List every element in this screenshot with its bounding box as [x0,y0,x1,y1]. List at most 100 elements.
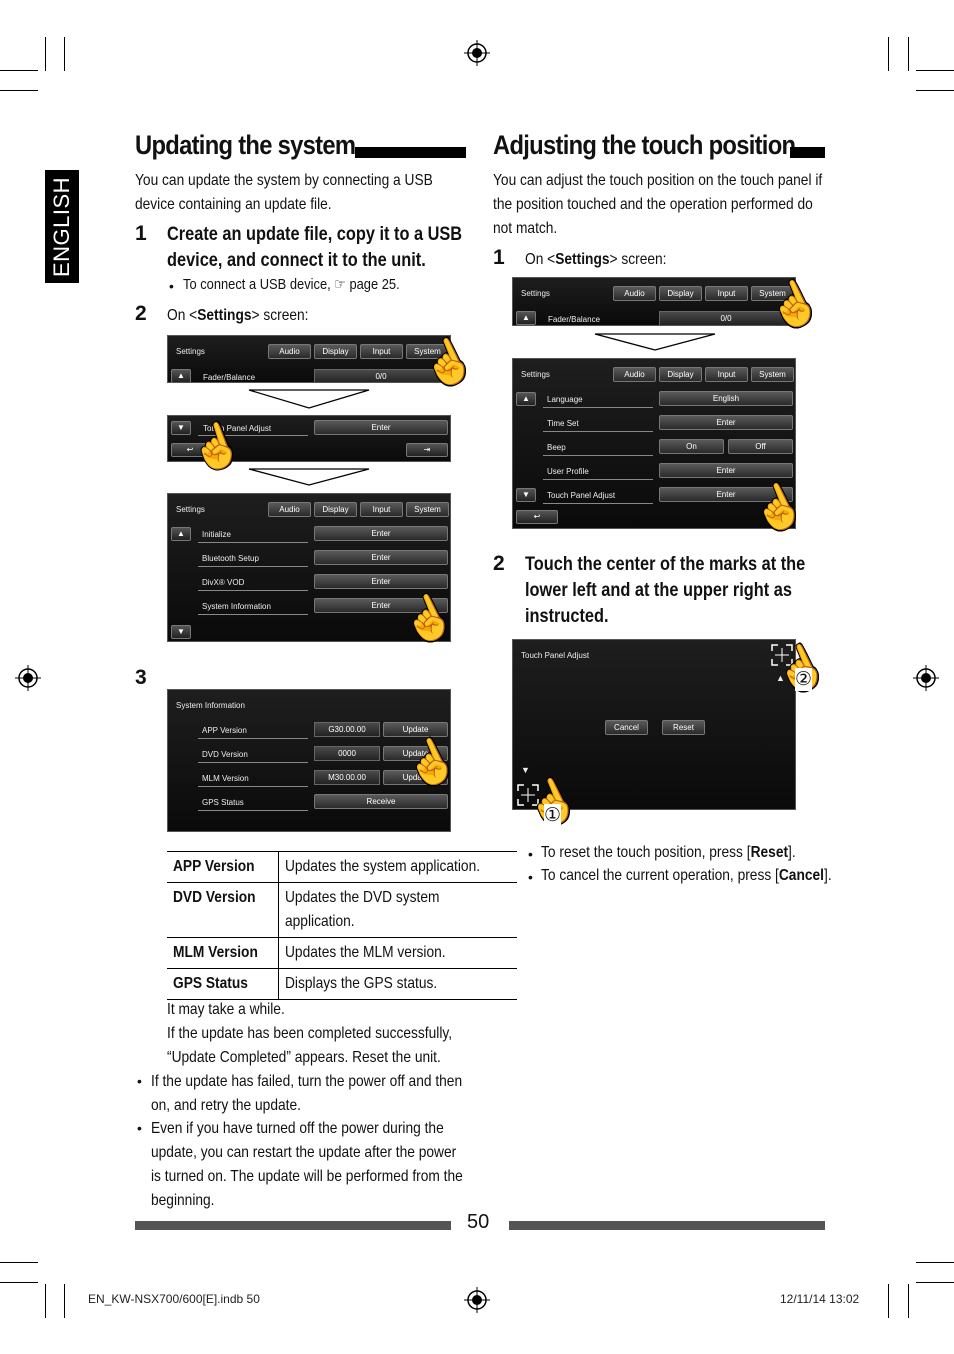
tab-system[interactable]: System [751,367,794,382]
tab-input[interactable]: Input [360,344,403,359]
title-bar [355,147,466,158]
tab-system[interactable]: System [406,502,449,517]
section-title-touch: Adjusting the touch position [493,130,796,160]
tab-system[interactable]: System [751,286,794,301]
step-text: On <Settings> screen: [167,307,309,324]
step-text: On <Settings> screen: [525,251,667,268]
divider [198,542,308,543]
table-row: APP Version Updates the system applicati… [167,851,518,883]
tab-audio[interactable]: Audio [268,502,311,517]
settings-screen-scrolled: ▼ Touch Panel Adjust Enter ↩ ⇥ [167,415,451,462]
settings-screen: Settings Audio Display Input System ▲ Fa… [167,335,451,383]
scroll-down-button[interactable]: ▼ [171,625,191,639]
crop-mark [916,90,954,91]
registration-mark-icon [913,665,939,691]
table-row: GPS Status Displays the GPS status. [167,968,518,1000]
row-label: System Information [202,602,271,611]
tab-display[interactable]: Display [659,286,702,301]
page-number: 50 [467,1211,490,1233]
step-number: 2 [493,552,505,575]
tab-audio[interactable]: Audio [268,344,311,359]
screen-title: Settings [521,370,550,379]
language-value-button[interactable]: English [659,391,793,406]
scroll-up-button[interactable]: ▲ [171,527,191,541]
scroll-up-button[interactable]: ▲ [516,311,536,325]
tab-input[interactable]: Input [705,286,748,301]
screen-title: Settings [176,505,205,514]
app-update-button[interactable]: Update [383,722,448,737]
row-label: APP Version [202,726,247,735]
bullet-text: To reset the touch position, press [Rese… [541,844,796,861]
user-profile-enter-button[interactable]: Enter [659,463,793,478]
tab-audio[interactable]: Audio [613,286,656,301]
initialize-enter-button[interactable]: Enter [314,526,448,541]
touch-panel-enter-button[interactable]: Enter [314,420,448,435]
lower-left-target-icon[interactable] [517,784,539,806]
row-label: Fader/Balance [548,315,601,324]
touch-panel-enter-button[interactable]: Enter [659,487,793,502]
bullet-text: To cancel the current operation, press [… [541,867,832,884]
upper-right-target-icon[interactable] [771,644,793,666]
divider [198,762,308,763]
tab-display[interactable]: Display [659,367,702,382]
footer-timestamp: 12/11/14 13:02 [780,1292,860,1306]
mark-two-label: ② [795,668,813,691]
system-info-enter-button[interactable]: Enter [314,598,448,613]
divider [543,503,653,504]
row-value[interactable]: 0/0 [314,369,448,382]
tab-audio[interactable]: Audio [613,367,656,382]
touch-panel-adjust-screen: Touch Panel Adjust Cancel Reset ▲ ▼ [512,639,796,810]
registration-mark-icon [464,40,490,66]
mlm-update-button[interactable]: Update [383,770,448,785]
crop-mark [0,1262,38,1263]
bullet-text: Even if you have turned off the power du… [151,1120,463,1209]
step-number: 3 [135,666,147,689]
exit-button[interactable]: ⇥ [406,443,448,457]
crop-mark [0,70,38,71]
bullet-dot: • [169,278,174,294]
note-text: If the update has been completed success… [167,1025,453,1042]
divx-enter-button[interactable]: Enter [314,574,448,589]
crop-mark [0,1282,38,1283]
tab-input[interactable]: Input [705,367,748,382]
scroll-down-button[interactable]: ▼ [516,488,536,502]
reset-button[interactable]: Reset [662,720,705,735]
cancel-button[interactable]: Cancel [605,720,648,735]
tab-system[interactable]: System [406,344,449,359]
scroll-up-button[interactable]: ▲ [171,369,191,382]
screen-title: Touch Panel Adjust [521,651,590,660]
row-label: Initialize [202,530,231,539]
bullet-dot: • [528,869,533,885]
row-value[interactable]: 0/0 [659,311,793,325]
footer-bar [135,1221,451,1230]
scroll-up-button[interactable]: ▲ [516,392,536,406]
screen-title: System Information [176,701,245,710]
beep-on-button[interactable]: On [659,439,724,454]
bluetooth-enter-button[interactable]: Enter [314,550,448,565]
tab-input[interactable]: Input [360,502,403,517]
bullet-dot: • [137,1120,142,1136]
screen-title: Settings [521,289,550,298]
dvd-update-button[interactable]: Update [383,746,448,761]
step-number: 1 [135,222,147,245]
beep-off-button[interactable]: Off [728,439,793,454]
language-label: ENGLISH [49,176,74,277]
note-text: “Update Completed” appears. Reset the un… [167,1049,441,1066]
table-value: Updates the system application. [278,851,518,883]
table-value: Displays the GPS status. [278,968,518,1000]
divider [198,738,308,739]
back-button[interactable]: ↩ [516,510,558,524]
arrow-down-icon [594,333,716,351]
arrow-down-icon [248,389,370,409]
crop-mark [64,1284,65,1318]
divider [543,407,653,408]
back-button[interactable]: ↩ [171,443,209,457]
tab-display[interactable]: Display [314,344,357,359]
registration-mark-icon [464,1287,490,1313]
crop-mark [916,1282,954,1283]
time-set-enter-button[interactable]: Enter [659,415,793,430]
tab-display[interactable]: Display [314,502,357,517]
scroll-down-button[interactable]: ▼ [171,421,191,435]
